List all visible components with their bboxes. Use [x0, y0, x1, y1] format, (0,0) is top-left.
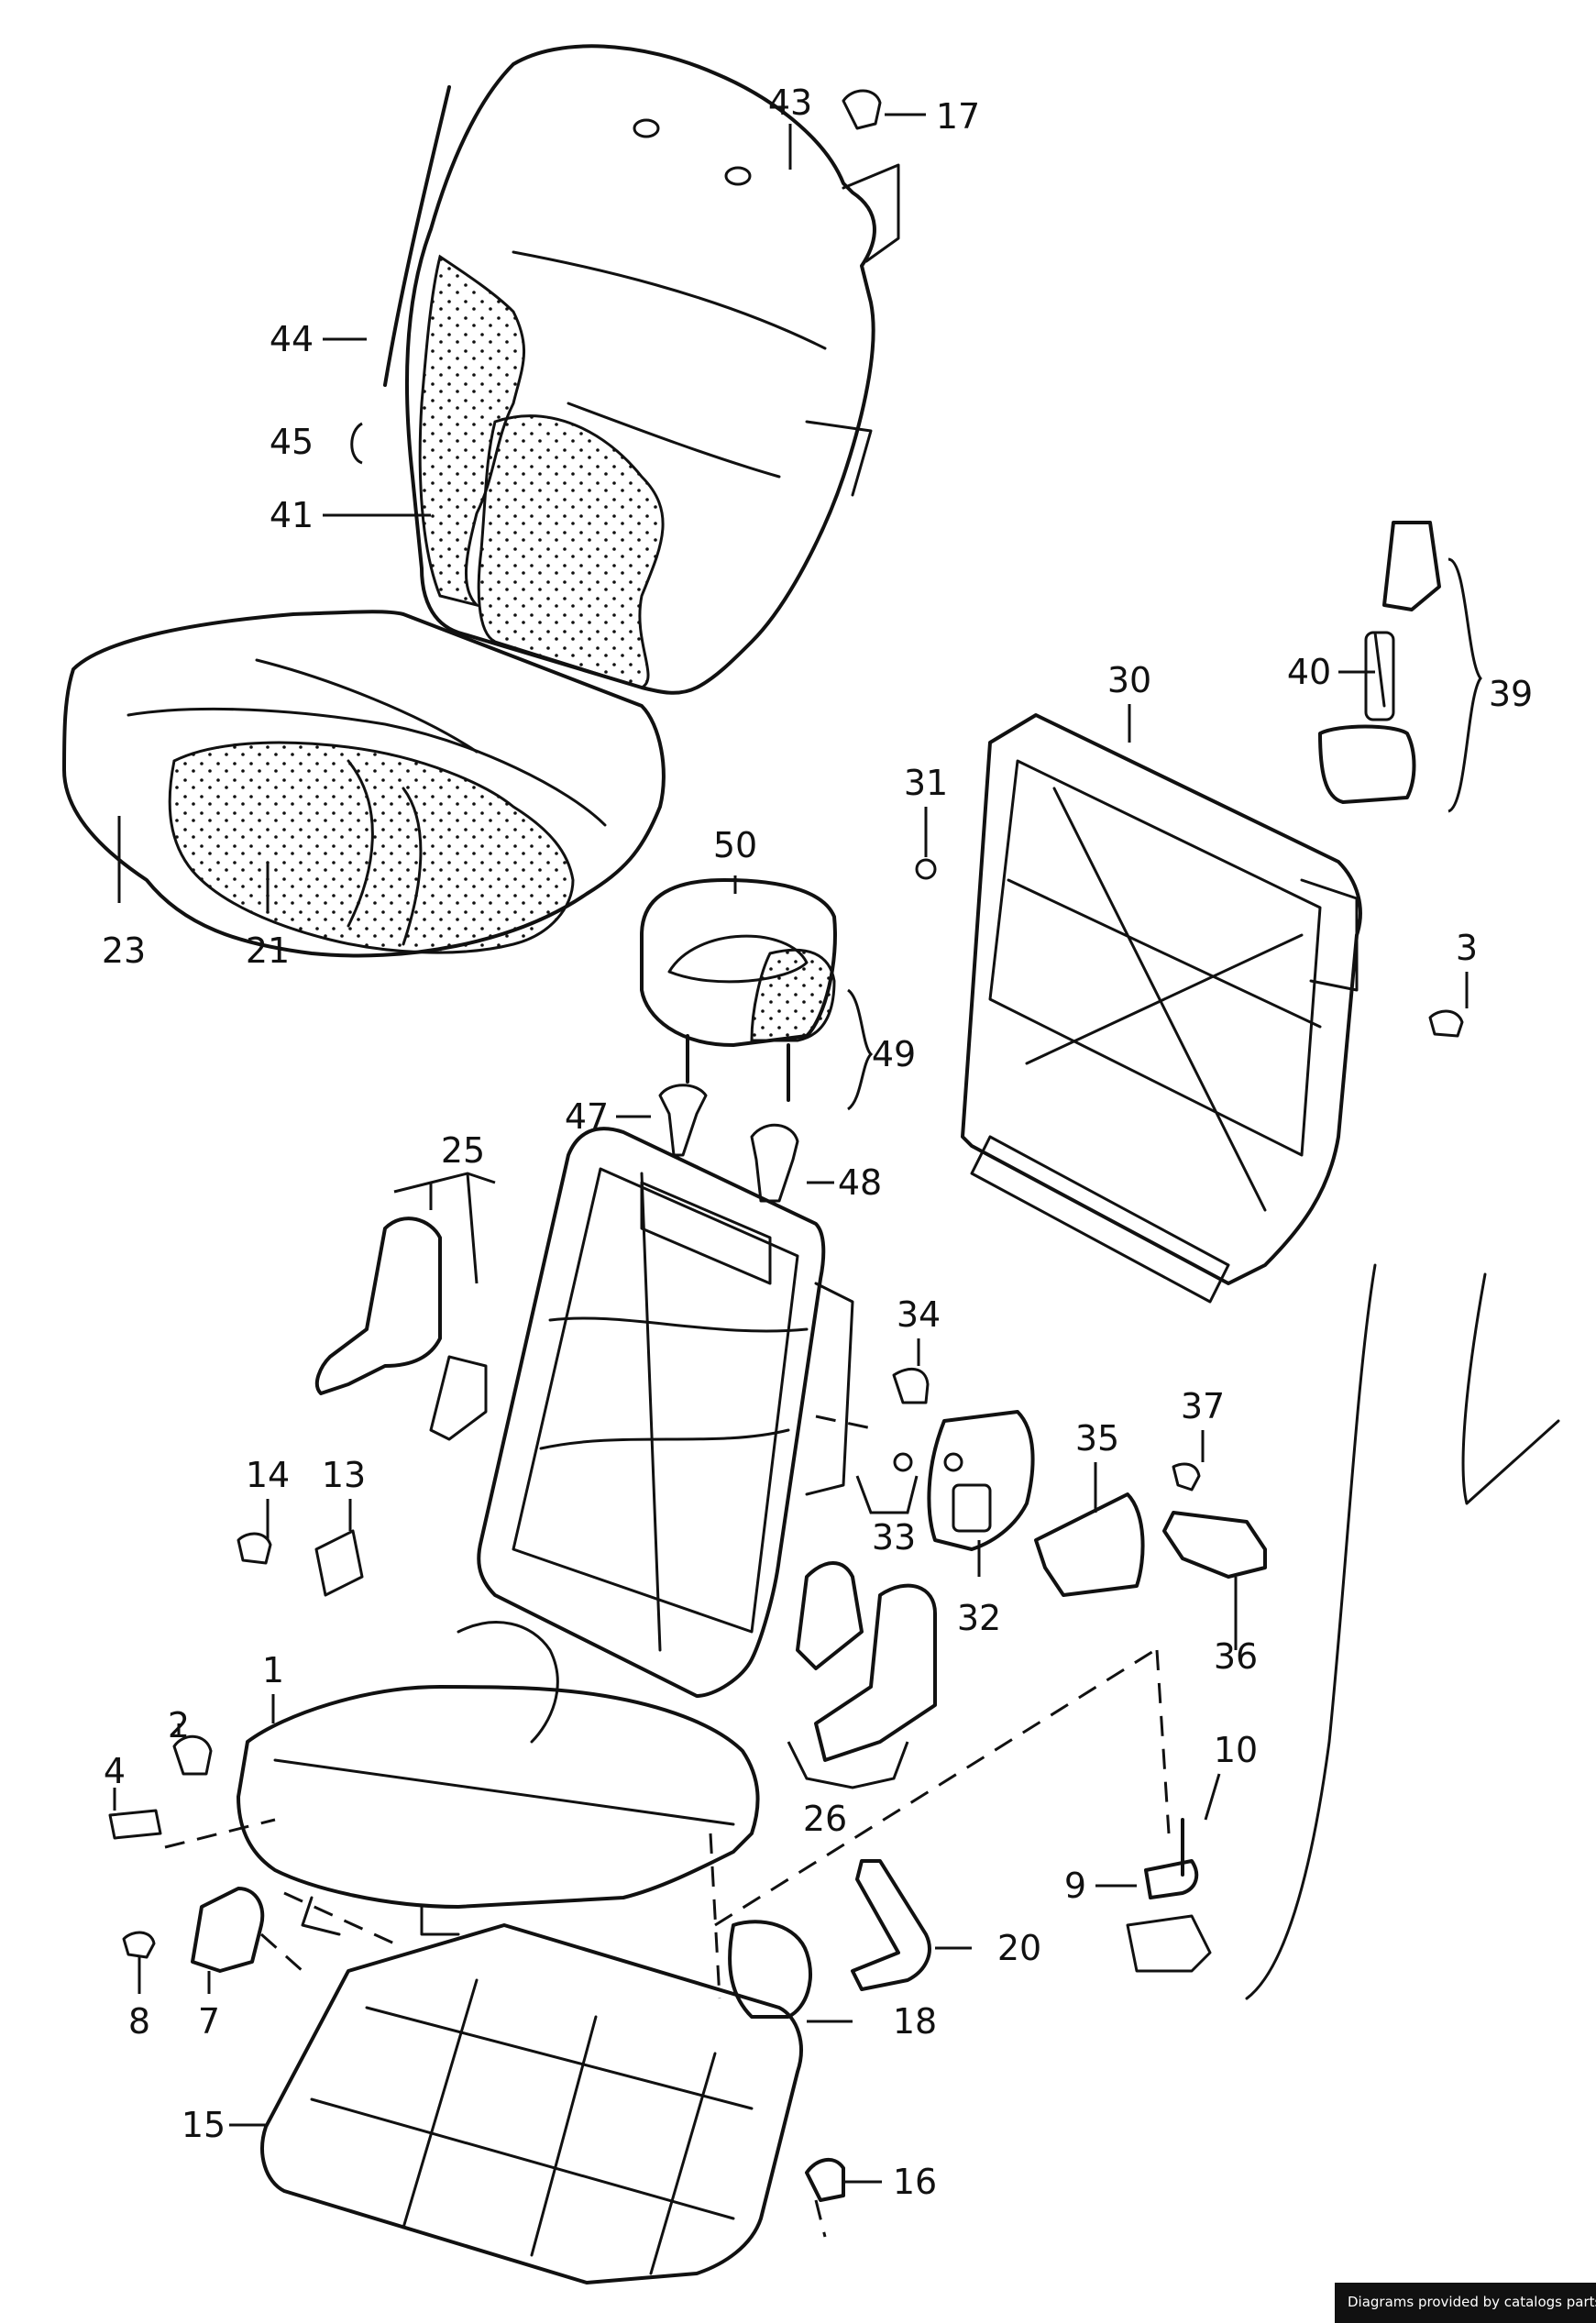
leader-lines	[113, 113, 1482, 2184]
callout-25: 25	[441, 1130, 485, 1171]
callout-16: 16	[893, 2162, 937, 2202]
callout-9: 9	[1064, 1866, 1086, 1906]
callout-10: 10	[1214, 1730, 1258, 1770]
backrest-latch	[1318, 521, 1441, 804]
callout-4: 4	[104, 1751, 126, 1791]
callout-14: 14	[246, 1455, 290, 1495]
callout-20: 20	[997, 1928, 1041, 1968]
backrest-cover	[383, 44, 900, 695]
clip-16	[805, 2158, 845, 2202]
callout-34: 34	[897, 1294, 941, 1335]
callout-43: 43	[768, 83, 812, 123]
callout-37: 37	[1181, 1386, 1225, 1426]
callout-35: 35	[1075, 1418, 1119, 1459]
callout-33: 33	[872, 1517, 916, 1558]
callout-8: 8	[128, 2001, 150, 2042]
trim-panel-26	[796, 1561, 937, 1762]
callout-3: 3	[1456, 928, 1478, 968]
credit-bar	[1335, 2283, 1596, 2323]
callout-1: 1	[262, 1650, 284, 1690]
callout-labels: 43 17 44 45 41 40 39 30 31 23 21 50 3 49…	[102, 83, 1533, 2202]
dashed-assembly-lines	[164, 1415, 1171, 2238]
strap-20	[851, 1859, 931, 1991]
callout-26: 26	[803, 1799, 847, 1839]
callout-32: 32	[957, 1598, 1001, 1638]
callout-13: 13	[322, 1455, 366, 1495]
callout-40: 40	[1287, 652, 1331, 692]
backrest-rear-panel	[961, 713, 1362, 1304]
bracket-7	[191, 1887, 265, 1973]
callout-39: 39	[1489, 674, 1533, 714]
backrest-frame	[477, 1127, 854, 1698]
callout-18: 18	[893, 2001, 937, 2042]
bracket-36	[1162, 1511, 1267, 1579]
fasteners	[108, 89, 1464, 1959]
callout-21: 21	[246, 930, 290, 971]
callout-2: 2	[168, 1705, 190, 1745]
floor-outline	[1245, 1263, 1560, 2000]
callout-50: 50	[713, 825, 757, 865]
callout-23: 23	[102, 930, 146, 971]
callout-48: 48	[838, 1162, 882, 1203]
credit-text: Diagrams provided by catalogs parts	[1348, 2294, 1596, 2310]
bracket-9-10	[1126, 1818, 1212, 1973]
seat-cushion-cover	[62, 610, 666, 958]
seat-frame	[237, 1621, 760, 1936]
callout-45: 45	[270, 422, 314, 462]
callout-36: 36	[1214, 1636, 1258, 1677]
callout-49: 49	[872, 1034, 916, 1074]
headrest	[640, 878, 837, 1203]
callout-31: 31	[904, 763, 948, 803]
callout-41: 41	[270, 495, 314, 535]
callout-15: 15	[182, 2105, 226, 2145]
cover-35	[1034, 1492, 1145, 1597]
base-tray-15	[260, 1923, 803, 2284]
callout-30: 30	[1107, 660, 1151, 700]
callout-7: 7	[198, 2001, 220, 2042]
callout-44: 44	[270, 319, 314, 359]
trim-panel-25	[314, 1217, 488, 1441]
striker-18	[728, 1920, 812, 2019]
hinge-32	[927, 1410, 1035, 1551]
callout-17: 17	[936, 96, 980, 137]
callout-47: 47	[565, 1096, 609, 1137]
